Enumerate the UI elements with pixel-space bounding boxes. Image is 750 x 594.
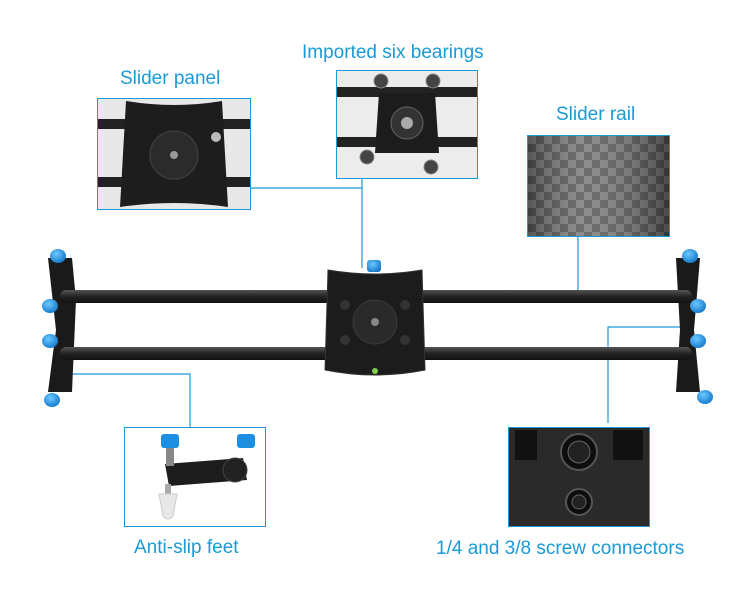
feet-photo [125,428,265,526]
slider-panel-photo [98,99,250,209]
slider-carriage [324,260,426,376]
inset-anti-slip-feet [124,427,266,527]
inset-screw-connectors [508,427,650,527]
inset-slider-panel [97,98,251,210]
left-knobs [42,249,66,407]
inset-bearings [336,70,478,179]
label-bearings: Imported six bearings [302,42,484,63]
bearings-photo [337,71,477,178]
right-end-bracket [676,258,700,392]
left-end-bracket [48,258,76,392]
label-screw-connectors: 1/4 and 3/8 screw connectors [436,538,685,559]
screw-photo [509,428,649,526]
carbon-fiber-photo [528,136,669,236]
label-slider-panel: Slider panel [120,68,221,89]
label-anti-slip-feet: Anti-slip feet [134,537,239,558]
right-knobs [682,249,713,404]
inset-slider-rail [527,135,670,237]
label-slider-rail: Slider rail [556,104,636,125]
